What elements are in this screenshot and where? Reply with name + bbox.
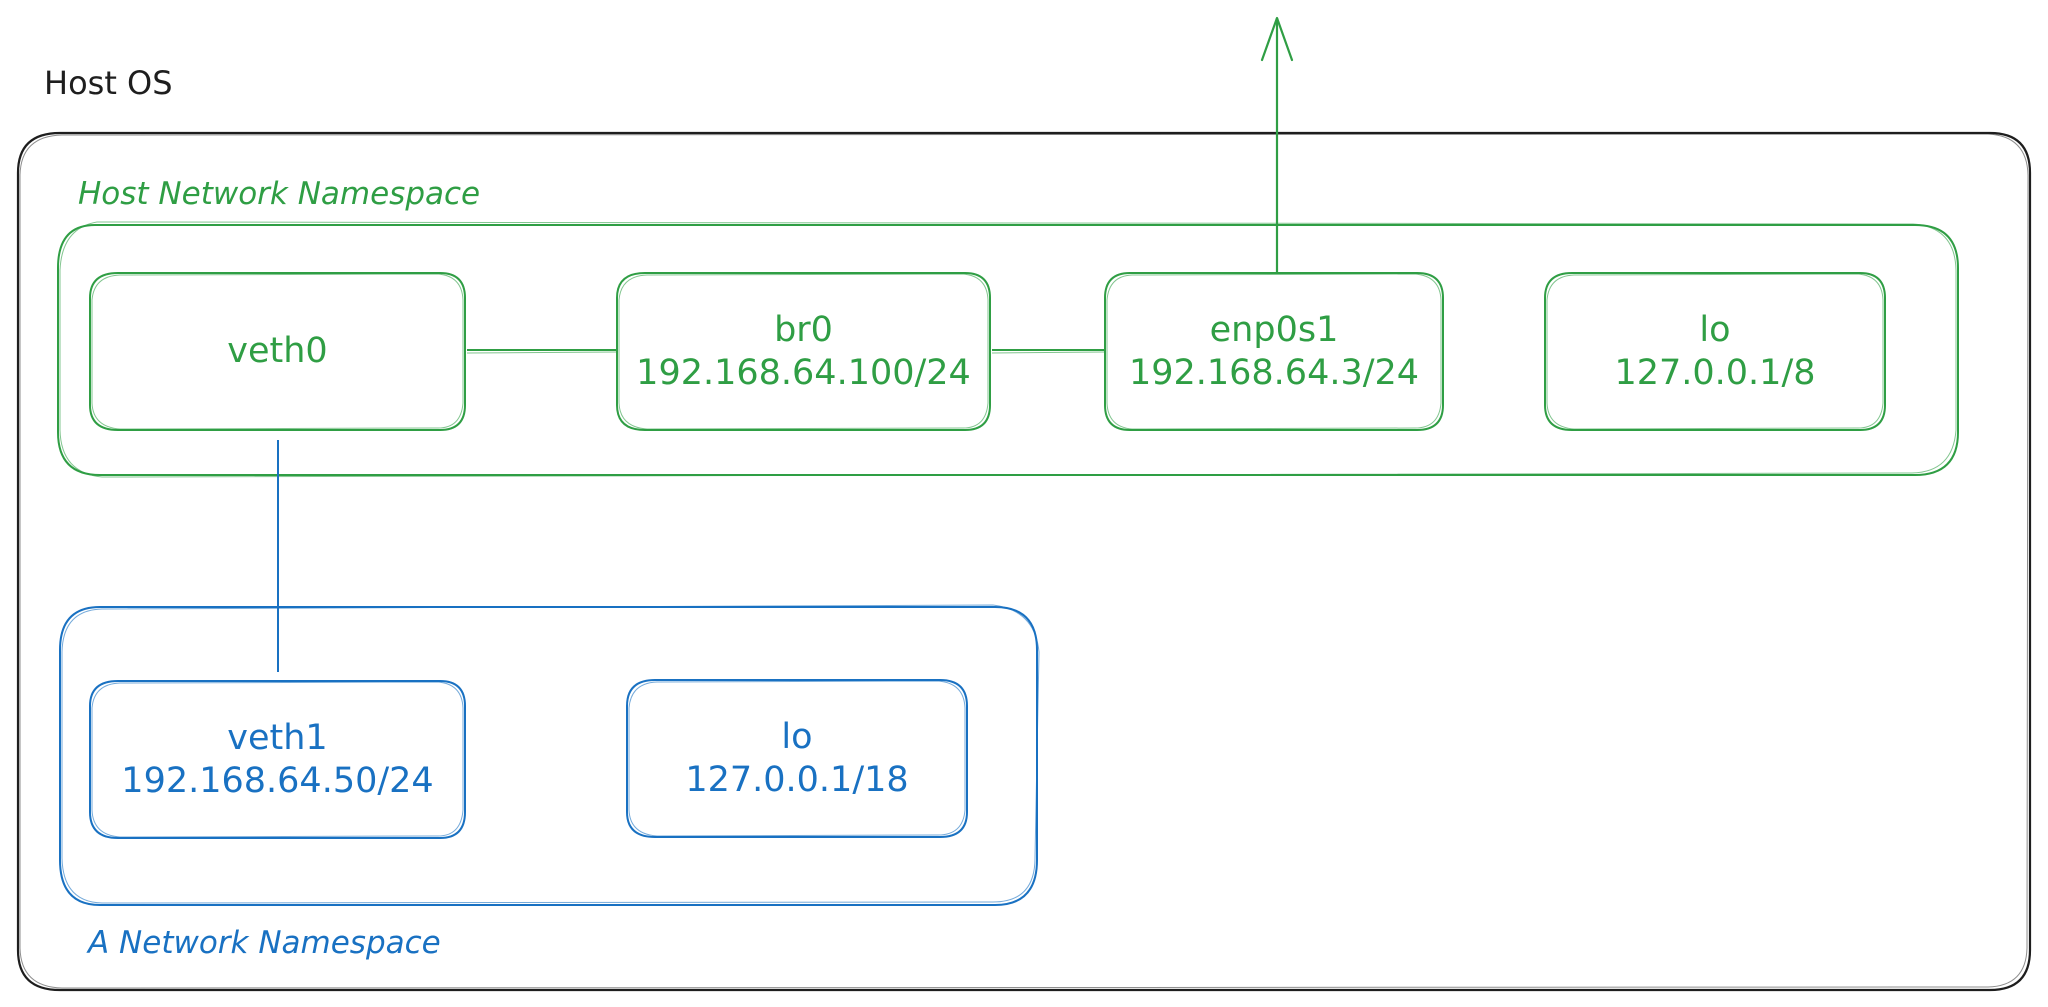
veth0-node: veth0 xyxy=(90,273,465,430)
a-lo-node: lo 127.0.0.1/18 xyxy=(627,680,967,837)
interface-address: 127.0.0.1/18 xyxy=(685,759,909,800)
interface-name: veth0 xyxy=(227,331,328,371)
a-namespace-box-sketch xyxy=(61,604,1040,904)
veth0-box xyxy=(89,272,466,431)
host-os-title: Host OS xyxy=(44,64,173,102)
interface-name: lo xyxy=(781,716,813,757)
veth0-br0-link-sketch xyxy=(466,351,618,354)
veth0-box-sketch xyxy=(91,273,464,430)
host-lo-box-sketch xyxy=(1546,273,1884,430)
a-lo-box-sketch xyxy=(628,680,966,837)
host-namespace-title: Host Network Namespace xyxy=(78,176,481,212)
a-namespace-box xyxy=(59,606,1038,906)
br0-node: br0 192.168.64.100/24 xyxy=(617,273,990,430)
interface-address: 192.168.64.3/24 xyxy=(1128,352,1420,393)
host-os-box-sketch xyxy=(19,133,2029,989)
br0-box-sketch xyxy=(618,273,989,430)
interface-address: 192.168.64.100/24 xyxy=(636,352,971,393)
interface-address: 192.168.64.50/24 xyxy=(121,760,434,801)
veth1-node: veth1 192.168.64.50/24 xyxy=(90,681,465,838)
enp0s1-box-sketch xyxy=(1106,273,1442,430)
host-namespace-box xyxy=(57,224,1959,476)
interface-name: br0 xyxy=(774,309,833,350)
interface-name: enp0s1 xyxy=(1209,309,1339,350)
interface-name: veth1 xyxy=(227,717,328,758)
host-lo-box xyxy=(1544,272,1886,431)
enp0s1-box xyxy=(1104,272,1444,431)
interface-address: 127.0.0.1/8 xyxy=(1614,352,1816,393)
host-namespace-box-sketch xyxy=(59,221,1957,478)
host-lo-node: lo 127.0.0.1/8 xyxy=(1545,273,1885,430)
a-namespace-title: A Network Namespace xyxy=(88,925,441,961)
interface-name: lo xyxy=(1699,309,1731,350)
veth1-box-sketch xyxy=(91,681,464,838)
host-os-box xyxy=(16,131,2032,992)
br0-enp0s1-link-sketch xyxy=(991,351,1106,354)
enp0s1-node: enp0s1 192.168.64.3/24 xyxy=(1105,273,1443,430)
a-lo-box xyxy=(626,679,968,838)
uplink-arrow-head-icon xyxy=(1260,16,1294,62)
veth1-box xyxy=(89,680,466,839)
br0-box xyxy=(616,272,991,431)
